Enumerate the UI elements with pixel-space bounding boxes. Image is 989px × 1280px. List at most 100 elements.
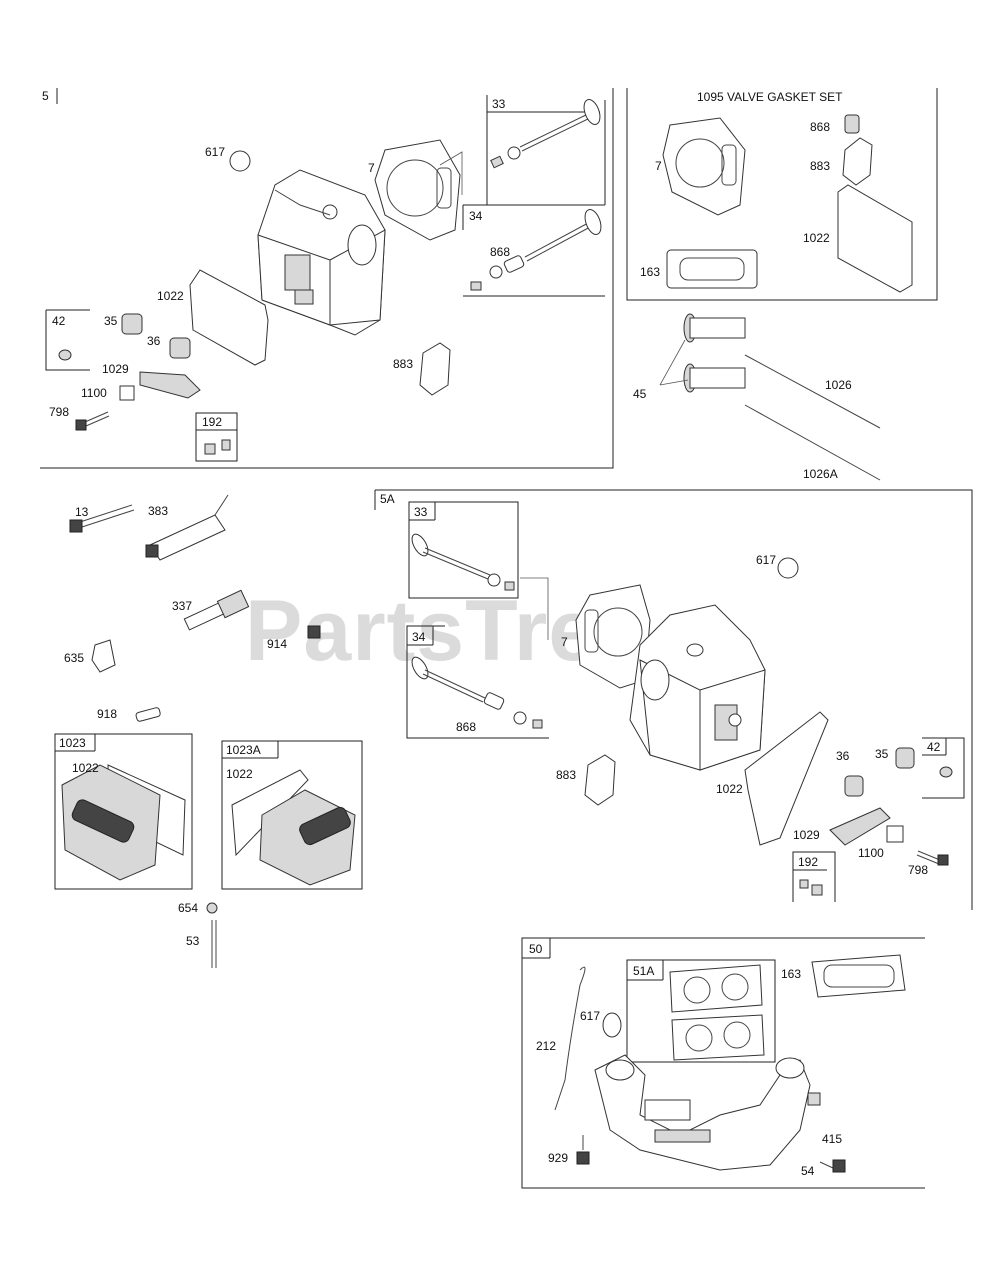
section-5A-label: 5A xyxy=(380,492,395,506)
label-1022-b: 1022 xyxy=(803,231,830,245)
cylinder-head-5 xyxy=(257,169,386,336)
valve-cover-1023 xyxy=(54,733,193,890)
bolt-798 xyxy=(75,411,110,431)
label-617-b: 617 xyxy=(756,553,776,567)
section-5-label: 5 xyxy=(42,89,49,103)
valve-cover-gasket-5 xyxy=(189,269,269,366)
label-163-a: 163 xyxy=(640,265,660,279)
bolt-798-b xyxy=(916,850,949,866)
label-192-b: 192 xyxy=(798,855,818,869)
bolt-54 xyxy=(819,1159,846,1173)
guide-1100 xyxy=(119,385,135,401)
nut-415 xyxy=(807,1092,821,1106)
label-883-c: 883 xyxy=(556,768,576,782)
label-7-c: 7 xyxy=(561,635,568,649)
stud-53 xyxy=(211,920,217,968)
label-1022-a: 1022 xyxy=(157,289,184,303)
label-914: 914 xyxy=(267,637,287,651)
label-1029-b: 1029 xyxy=(793,828,820,842)
label-1100-b: 1100 xyxy=(858,846,884,860)
head-gasket xyxy=(374,139,461,241)
exhaust-gasket-51A xyxy=(669,964,765,1061)
intake-gasket-163 xyxy=(811,954,906,998)
intake-gasket-163-set xyxy=(666,249,758,289)
section-50-label: 50 xyxy=(529,942,543,956)
label-1026A: 1026A xyxy=(803,467,838,481)
cylinder-head-5A xyxy=(629,604,766,771)
label-34-b: 34 xyxy=(412,630,426,644)
guide-1100-b xyxy=(886,825,904,843)
fitting-635 xyxy=(91,639,116,673)
label-42-a: 42 xyxy=(52,314,66,328)
breather-383 xyxy=(145,494,229,561)
spark-plug-337 xyxy=(183,589,250,631)
label-337: 337 xyxy=(172,599,192,613)
label-1023A: 1023A xyxy=(226,743,261,757)
section-5: 5 33 34 868 617 xyxy=(40,88,614,469)
label-35-b: 35 xyxy=(875,747,889,761)
label-1022-e: 1022 xyxy=(716,782,743,796)
o-ring-617-b xyxy=(777,557,799,579)
label-918: 918 xyxy=(97,707,117,721)
exhaust-manifold xyxy=(594,1054,811,1171)
gasket-883-c xyxy=(584,754,616,806)
nut-654 xyxy=(206,902,218,914)
head-gasket-set xyxy=(662,117,746,216)
label-868-a: 868 xyxy=(490,245,510,259)
tappets-pushrods xyxy=(659,313,881,481)
rocker-arm-5A xyxy=(829,807,891,846)
label-868-c: 868 xyxy=(456,720,476,734)
label-33-b: 33 xyxy=(414,505,428,519)
label-883-b: 883 xyxy=(810,159,830,173)
valve-gasket-set-title: 1095 VALVE GASKET SET xyxy=(697,90,843,104)
cover-gasket-set xyxy=(837,184,913,293)
screw-914 xyxy=(307,625,321,639)
valve-cover-1023A xyxy=(221,740,363,890)
label-868-b: 868 xyxy=(810,120,830,134)
label-212: 212 xyxy=(536,1039,556,1053)
tube-212 xyxy=(554,966,586,1111)
label-1100-a: 1100 xyxy=(81,386,107,400)
label-929: 929 xyxy=(548,1151,568,1165)
bolt-929 xyxy=(576,1135,590,1165)
label-383: 383 xyxy=(148,504,168,518)
label-654: 654 xyxy=(178,901,198,915)
spring-36 xyxy=(169,337,191,359)
label-617-a: 617 xyxy=(205,145,225,159)
label-42-b: 42 xyxy=(927,740,941,754)
label-36-a: 36 xyxy=(147,334,161,348)
label-36-b: 36 xyxy=(836,749,850,763)
head-gasket-5A xyxy=(575,584,651,689)
label-35-a: 35 xyxy=(104,314,118,328)
valve-cover-gasket-5A xyxy=(744,711,829,846)
label-1023: 1023 xyxy=(59,736,86,750)
label-54: 54 xyxy=(801,1164,815,1178)
label-635: 635 xyxy=(64,651,84,665)
label-7-a: 7 xyxy=(368,161,375,175)
gasket-883-set xyxy=(842,137,873,186)
label-1022-c: 1022 xyxy=(72,761,99,775)
section-50: 50 51A 163 617 212 xyxy=(521,937,925,1189)
label-192-a: 192 xyxy=(202,415,222,429)
section-5A: 5A 33 34 868 7 617 xyxy=(374,489,973,910)
spring-35 xyxy=(121,313,143,335)
label-798-a: 798 xyxy=(49,405,69,419)
bolt-13 xyxy=(69,504,135,533)
label-415: 415 xyxy=(822,1132,842,1146)
pin-918 xyxy=(135,707,161,722)
seal-868-set xyxy=(844,114,860,134)
spring-35-b xyxy=(895,747,915,769)
valve-gasket-set: 1095 VALVE GASKET SET 7 868 883 1022 163 xyxy=(626,88,938,301)
label-163-b: 163 xyxy=(781,967,801,981)
label-617-c: 617 xyxy=(580,1009,600,1023)
label-1026: 1026 xyxy=(825,378,852,392)
o-ring-617-c xyxy=(602,1012,622,1038)
label-798-b: 798 xyxy=(908,863,928,877)
intake-valve xyxy=(490,99,601,169)
label-53: 53 xyxy=(186,934,200,948)
label-883-a: 883 xyxy=(393,357,413,371)
label-13: 13 xyxy=(75,505,89,519)
label-45: 45 xyxy=(633,387,647,401)
label-1029-a: 1029 xyxy=(102,362,129,376)
